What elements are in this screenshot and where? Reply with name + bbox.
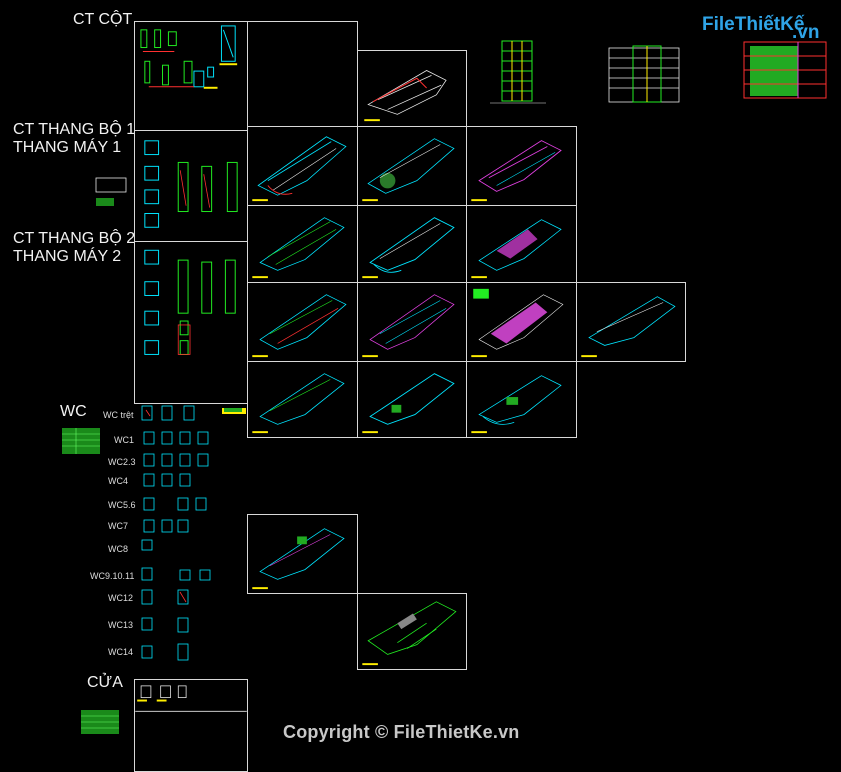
drawing-plan-r3c2 (362, 294, 455, 358)
wc-label-7: WC7 (108, 521, 128, 531)
drawing-door-details (135, 685, 247, 712)
drawing-plan-r4c2 (362, 373, 455, 434)
drawing-plan-r1c3 (471, 140, 562, 202)
label-wc: WC (60, 403, 87, 420)
logo-suffix: .vn (792, 22, 820, 43)
sheet-plan-r2c3[interactable] (466, 205, 577, 283)
drawing-wc-details (141, 405, 246, 661)
drawing-plan-lower-1 (252, 528, 345, 590)
sheet-thang-1[interactable] (134, 130, 248, 242)
drawing-elevation-2 (608, 45, 680, 103)
drawing-elevation-1 (490, 40, 546, 104)
sheet-plan-r3c1[interactable] (247, 282, 358, 362)
wc-label-tret: WC trệt (103, 410, 134, 420)
label-thang-bo-1: CT THANG BỘ 1 (13, 121, 136, 138)
sheet-plan-lower-1[interactable] (247, 514, 358, 594)
drawing-column-details (140, 25, 238, 89)
wc-label-5-6: WC5.6 (108, 500, 136, 510)
label-thang-bo-2: CT THANG BỘ 2 (13, 230, 136, 247)
drawing-plan-r3c3 (471, 288, 564, 358)
sheet-cua[interactable] (134, 679, 248, 772)
label-thang-may-2: THANG MÁY 2 (13, 248, 122, 265)
sheet-plan-lower-2[interactable] (357, 593, 467, 670)
drawing-plan-r4c1 (252, 373, 345, 434)
sheet-plan-r1c3[interactable] (466, 126, 577, 206)
sheet-plan-roof[interactable] (357, 50, 467, 127)
logo-text: FileThiếtKế (702, 14, 805, 35)
wc-legend-table (62, 428, 100, 454)
drawing-plan-r2c2 (362, 217, 455, 279)
drawing-plan-r1c1 (252, 136, 347, 202)
sheet-plan-r2c1[interactable] (247, 205, 358, 283)
drawing-plan-r2c1 (252, 217, 345, 279)
copyright-watermark: Copyright © FileThietKe.vn (283, 722, 520, 742)
label-thang-may-1: THANG MÁY 1 (13, 139, 122, 156)
drawing-stair-1 (144, 140, 238, 228)
sheet-plan-r3c4[interactable] (576, 282, 686, 362)
sheet-empty[interactable] (247, 21, 358, 127)
wc-label-14: WC14 (108, 647, 134, 657)
sheet-plan-r4c2[interactable] (357, 361, 467, 438)
sheet-ct-cot[interactable] (134, 21, 248, 131)
wc-label-13: WC13 (108, 620, 134, 630)
drawing-plan-r3c4 (581, 296, 676, 358)
brand-logo: FileThiếtKế .vn (702, 10, 819, 43)
drawing-plan-r3c1 (252, 294, 347, 358)
drawing-elevation-3 (743, 41, 827, 99)
sheet-plan-r4c3[interactable] (466, 361, 577, 438)
label-ct-cot: CT CỘT (73, 11, 133, 28)
wc-label-9-10-11: WC9.10.11 (90, 571, 135, 581)
drawing-stair-2 (144, 249, 236, 355)
sheet-plan-r3c3[interactable] (466, 282, 577, 362)
drawing-plan-r1c2 (362, 138, 455, 202)
wc-label-2-3: WC2.3 (108, 457, 136, 467)
sheet-plan-r2c2[interactable] (357, 205, 467, 283)
drawing-floor-plan (364, 70, 447, 122)
wc-label-4: WC4 (108, 476, 128, 486)
sheet-plan-r1c1[interactable] (247, 126, 358, 206)
wc-label-1: WC1 (114, 435, 134, 445)
sheet-plan-r4c1[interactable] (247, 361, 358, 438)
drawing-plan-lower-2 (362, 601, 457, 666)
drawing-plan-r2c3 (471, 219, 562, 279)
drawing-plan-r4c3 (471, 375, 562, 434)
sheet-plan-r1c2[interactable] (357, 126, 467, 206)
wc-label-8: WC8 (108, 544, 128, 554)
stair-legend (95, 177, 127, 206)
sheet-thang-2[interactable] (134, 241, 248, 404)
label-cua: CỬA (87, 674, 123, 691)
wc-label-12: WC12 (108, 593, 134, 603)
door-legend-table (81, 710, 119, 734)
sheet-plan-r3c2[interactable] (357, 282, 467, 362)
